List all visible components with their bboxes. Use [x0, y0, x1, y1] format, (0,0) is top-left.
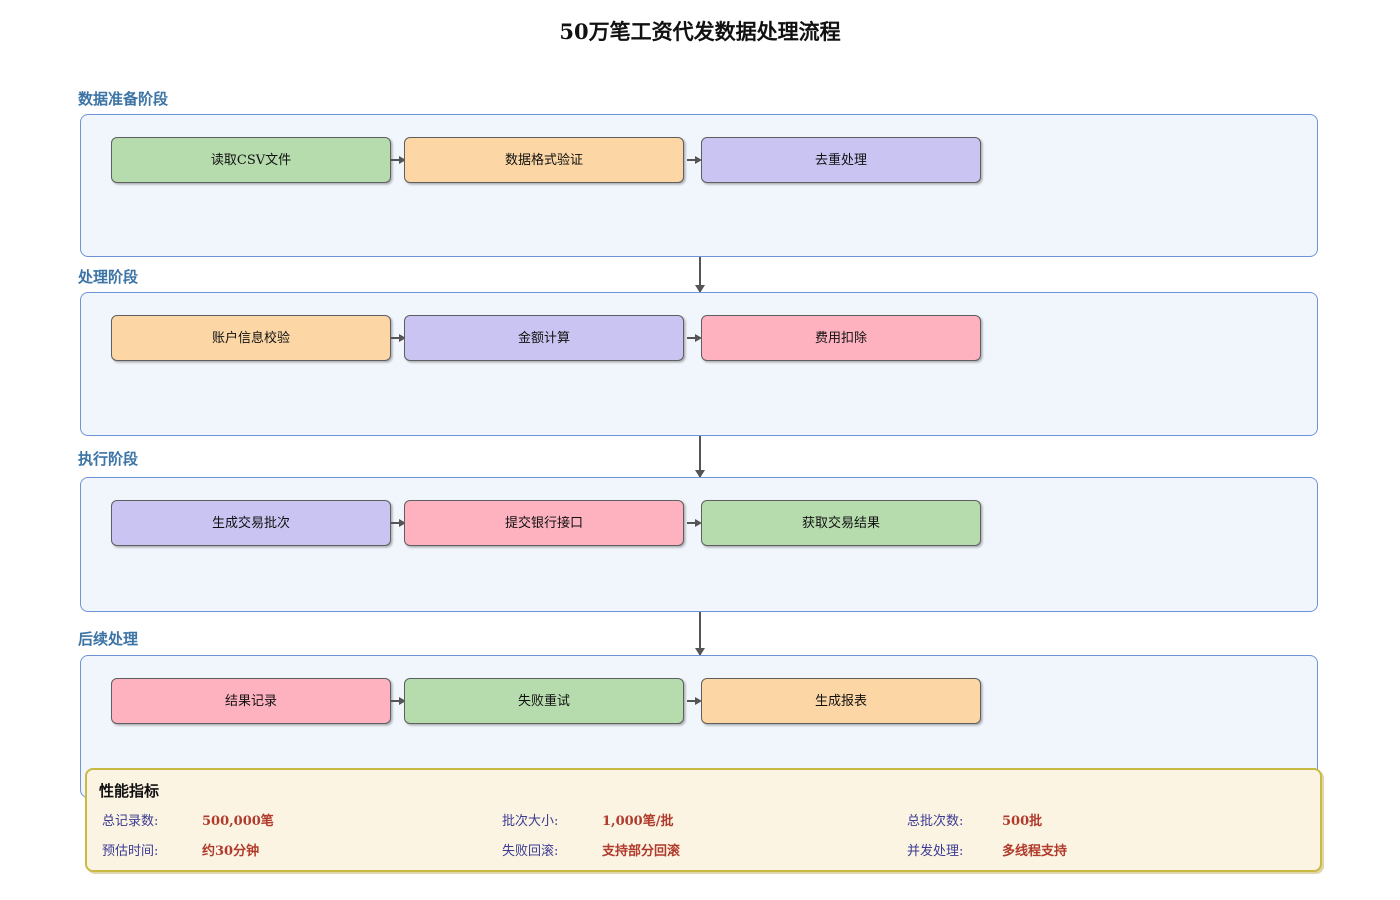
stage-container-execution: 生成交易批次 提交银行接口 获取交易结果	[80, 477, 1318, 612]
arrow-down-icon	[695, 257, 705, 293]
metrics-panel: 性能指标 总记录数: 500,000笔 批次大小: 1,000笔/批 总批次数:…	[85, 768, 1322, 872]
flow-node-gen-report: 生成报表	[701, 678, 981, 724]
metric-value-total-batches: 500批	[1002, 814, 1043, 829]
metric-label-concurrency: 并发处理:	[907, 844, 964, 859]
metric-value-est-time: 约30分钟	[202, 844, 260, 859]
arrow-right-icon	[391, 697, 406, 705]
flow-node-amount-calc: 金额计算	[404, 315, 684, 361]
stage-container-post-processing: 结果记录 失败重试 生成报表	[80, 655, 1318, 798]
stage-container-processing: 账户信息校验 金额计算 费用扣除	[80, 292, 1318, 436]
flow-node-submit-bank: 提交银行接口	[404, 500, 684, 546]
metric-label-batch-size: 批次大小:	[502, 814, 559, 829]
metric-value-total-records: 500,000笔	[202, 814, 274, 829]
arrow-down-icon	[695, 612, 705, 656]
flow-node-get-result: 获取交易结果	[701, 500, 981, 546]
metric-label-total-batches: 总批次数:	[907, 814, 964, 829]
flow-node-retry-failed: 失败重试	[404, 678, 684, 724]
metric-label-total-records: 总记录数:	[102, 814, 159, 829]
arrow-down-icon	[695, 436, 705, 478]
metric-label-est-time: 预估时间:	[102, 844, 159, 859]
metric-value-concurrency: 多线程支持	[1002, 844, 1068, 859]
arrow-right-icon	[687, 519, 702, 527]
stage-label-processing: 处理阶段	[78, 268, 139, 286]
flow-node-validate: 数据格式验证	[404, 137, 684, 183]
flow-node-gen-batch: 生成交易批次	[111, 500, 391, 546]
flow-node-dedupe: 去重处理	[701, 137, 981, 183]
arrow-right-icon	[391, 519, 406, 527]
metrics-heading: 性能指标	[99, 782, 160, 800]
stage-container-data-prep: 读取CSV文件 数据格式验证 去重处理	[80, 114, 1318, 257]
metric-value-batch-size: 1,000笔/批	[602, 814, 674, 829]
arrow-right-icon	[391, 156, 406, 164]
stage-label-data-prep: 数据准备阶段	[78, 90, 169, 108]
flow-node-read-csv: 读取CSV文件	[111, 137, 391, 183]
flow-node-record-result: 结果记录	[111, 678, 391, 724]
flow-node-account-check: 账户信息校验	[111, 315, 391, 361]
arrow-right-icon	[687, 156, 702, 164]
flow-node-fee-deduct: 费用扣除	[701, 315, 981, 361]
metric-label-rollback: 失败回滚:	[502, 844, 559, 859]
stage-label-execution: 执行阶段	[78, 450, 139, 468]
page-title: 50万笔工资代发数据处理流程	[559, 19, 841, 44]
metric-value-rollback: 支持部分回滚	[602, 844, 681, 859]
stage-label-post-processing: 后续处理	[78, 630, 139, 648]
arrow-right-icon	[687, 334, 702, 342]
arrow-right-icon	[391, 334, 406, 342]
arrow-right-icon	[687, 697, 702, 705]
